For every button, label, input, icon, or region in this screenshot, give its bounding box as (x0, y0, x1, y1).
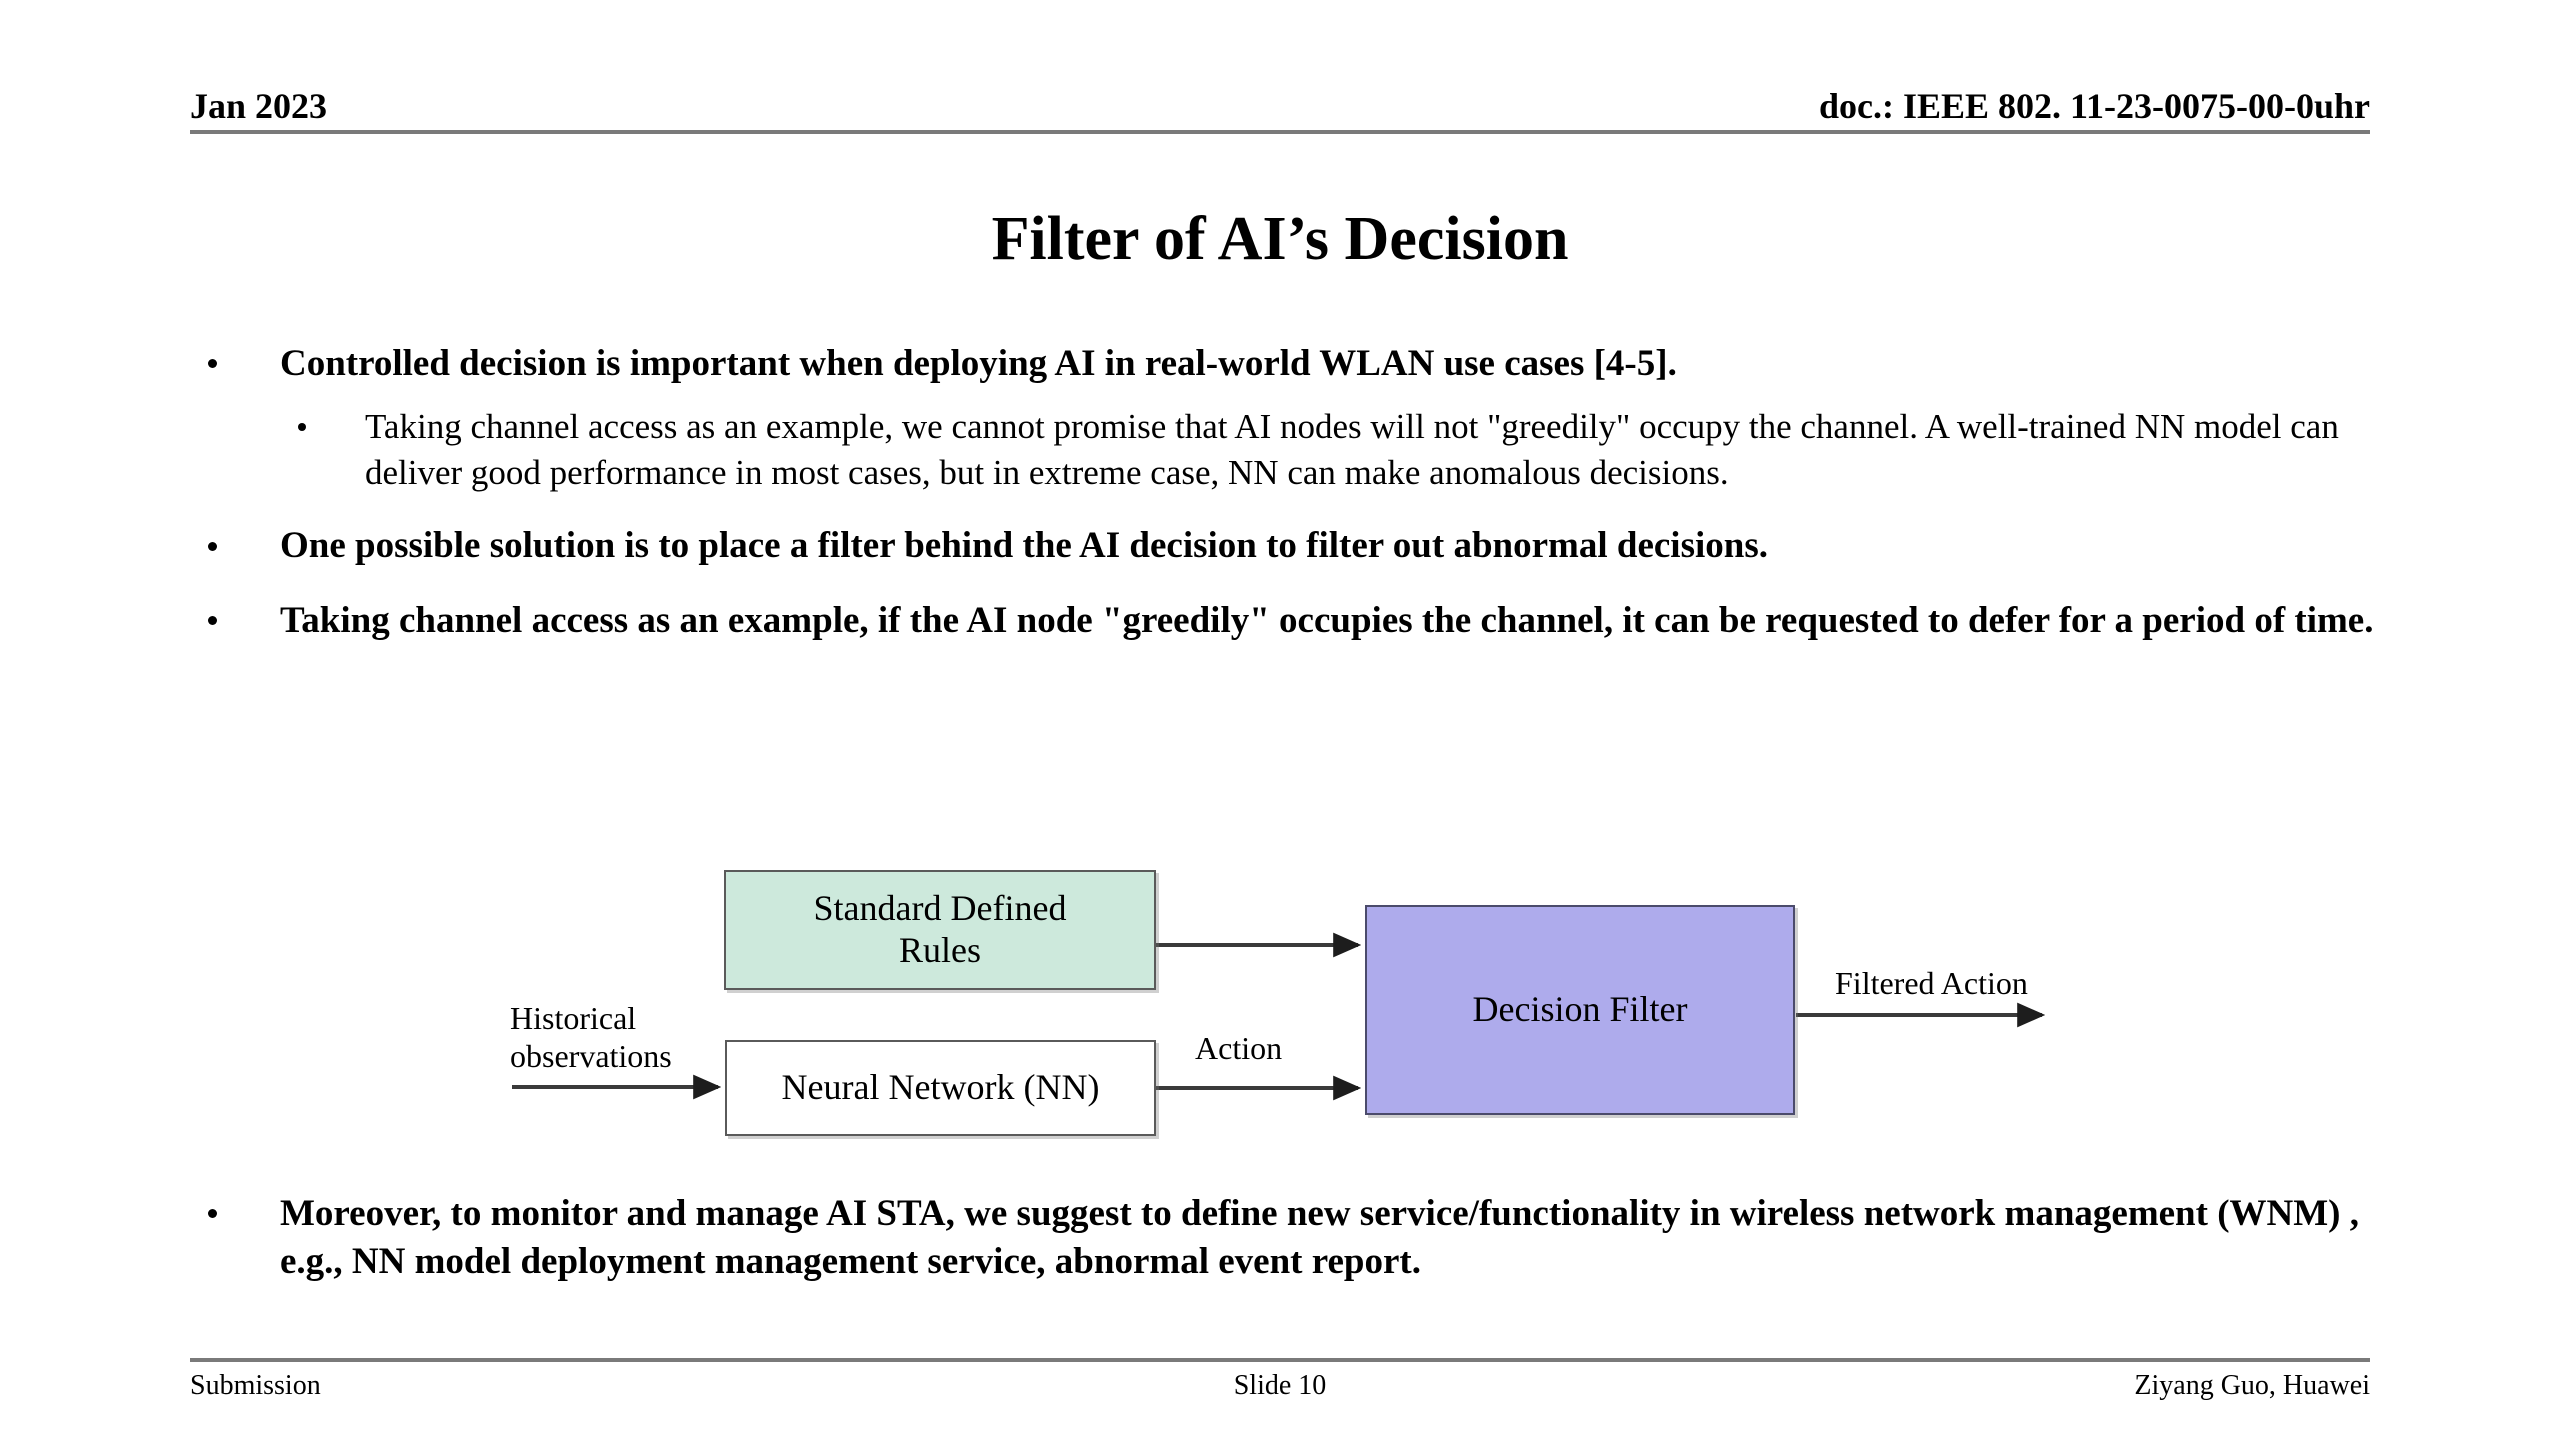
header-date: Jan 2023 (190, 86, 328, 126)
bullet-2-text: One possible solution is to place a filt… (280, 525, 1768, 567)
slide-body: Controlled decision is important when de… (190, 340, 2400, 661)
bullet-dot-icon (208, 1209, 217, 1219)
bullet-item-1: Controlled decision is important when de… (190, 340, 2400, 388)
bullet-item-3: Taking channel access as an example, if … (190, 597, 2400, 645)
bullet-4-text: Moreover, to monitor and manage AI STA, … (280, 1193, 2359, 1283)
bullet-item-2: One possible solution is to place a filt… (190, 522, 2400, 570)
diagram-box-decision-filter: Decision Filter (1365, 905, 1795, 1115)
bullet-dot-icon (208, 359, 217, 369)
slide-footer: Submission Ziyang Guo, Huawei Slide 10 (190, 1358, 2370, 1402)
diagram-label-historical-observations: Historical observations (510, 1000, 672, 1074)
bullet-1-text: Controlled decision is important when de… (280, 343, 1677, 384)
header-doc-id: doc.: IEEE 802. 11-23-0075-00-0uhr (1818, 86, 2370, 126)
bullet-dot-icon (208, 615, 217, 625)
bullet-item-4: Moreover, to monitor and manage AI STA, … (190, 1190, 2400, 1286)
diagram-box-neural-network: Neural Network (NN) (725, 1040, 1156, 1136)
diagram-label-filtered-action: Filtered Action (1835, 965, 2028, 1001)
slide-body-lower: Moreover, to monitor and manage AI STA, … (190, 1190, 2400, 1302)
bullet-item-1-sub-1: Taking channel access as an example, we … (190, 404, 2400, 496)
slide-header: Jan 2023 doc.: IEEE 802. 11-23-0075-00-0… (190, 72, 2370, 134)
footer-left-text: Submission (190, 1370, 321, 1401)
bullet-3-text: Taking channel access as an example, if … (280, 599, 2374, 641)
footer-right-text: Ziyang Guo, Huawei (2134, 1370, 2370, 1401)
diagram-box-standard-defined-rules: Standard Defined Rules (724, 870, 1156, 990)
bullet-1-sub-1-text: Taking channel access as an example, we … (365, 407, 2339, 493)
page-title: Filter of AI’s Decision (991, 205, 1569, 273)
bullet-dot-icon (208, 541, 217, 551)
sub-bullet-dot-icon (298, 423, 306, 432)
diagram-label-action: Action (1195, 1030, 1283, 1066)
